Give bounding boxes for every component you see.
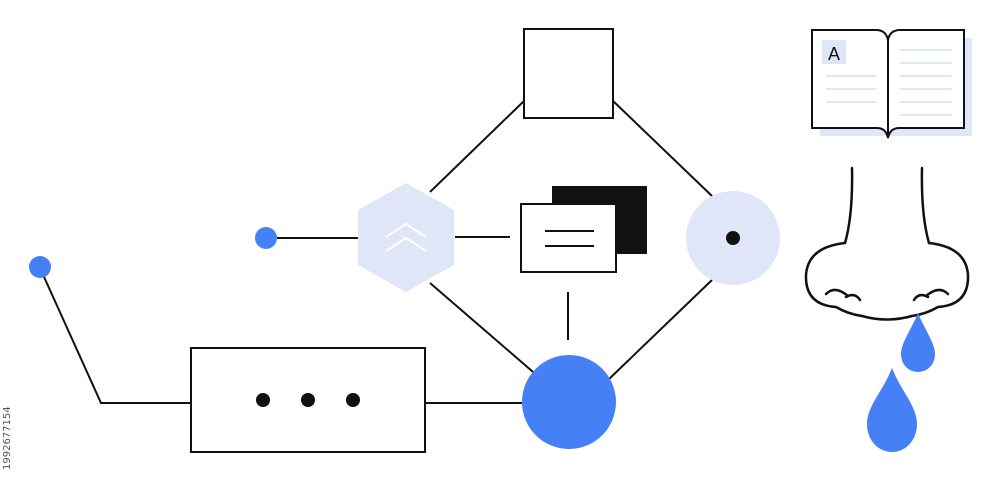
connector-dot (255, 227, 277, 249)
water-drop-icon (867, 368, 917, 452)
water-drop-icon (901, 313, 935, 372)
open-book-icon: A (811, 29, 972, 139)
blue-circle-node (522, 355, 616, 449)
book-page-letter: A (828, 44, 840, 64)
stock-id-text: 1992677154 (2, 406, 13, 470)
ellipsis-box-icon (190, 347, 426, 453)
connector-dot (29, 256, 51, 278)
message-cards-icon (520, 186, 647, 273)
square-node (523, 28, 614, 119)
diamond-connectors (39, 99, 713, 404)
target-circle-icon (686, 191, 780, 285)
stock-id-watermark: 1992677154 (2, 360, 18, 470)
nose-icon (804, 166, 970, 321)
hexagon-chevrons-icon (358, 183, 454, 292)
